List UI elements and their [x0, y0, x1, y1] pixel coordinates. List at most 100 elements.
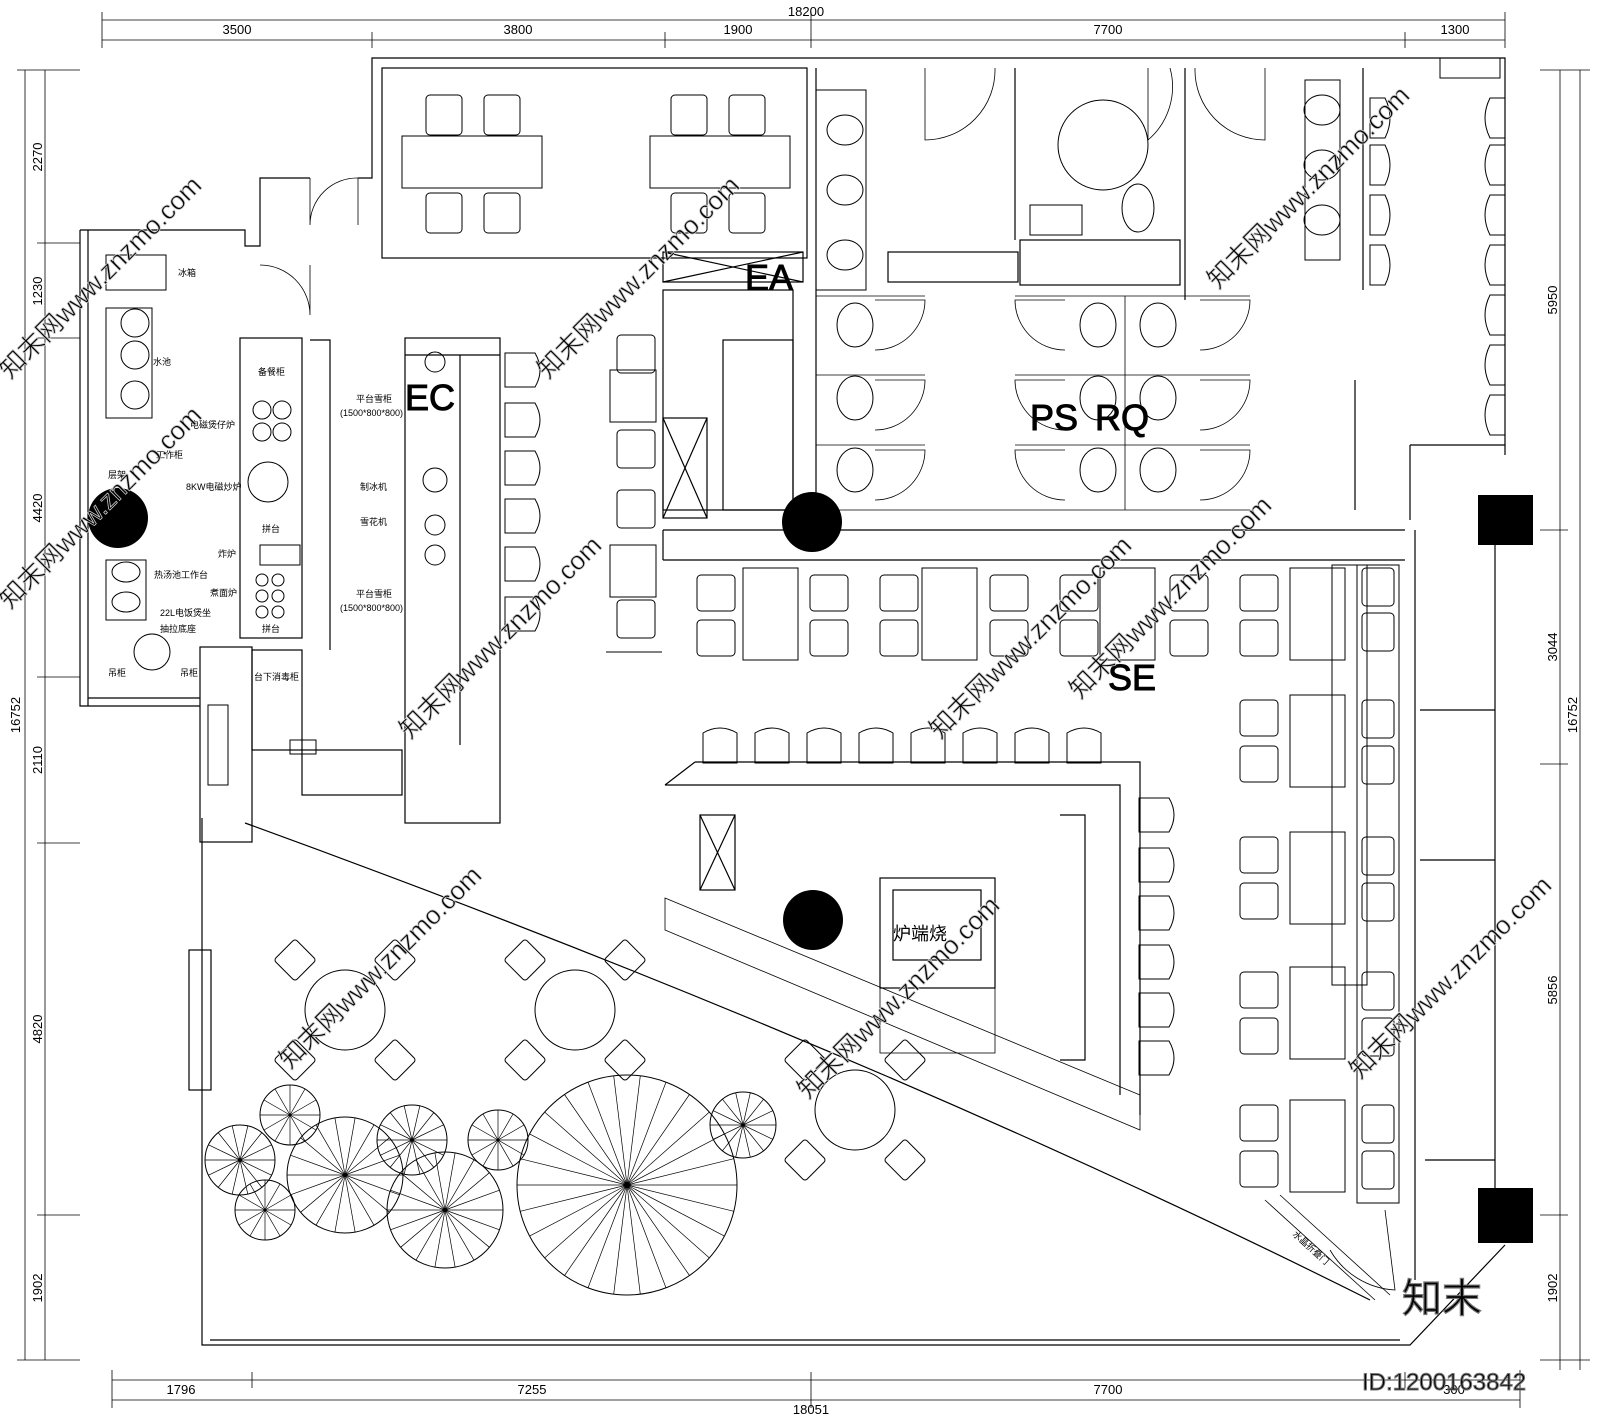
table [1289, 831, 1346, 925]
snow-machine-fan [424, 514, 446, 536]
chair [879, 619, 919, 657]
chair [1239, 574, 1279, 612]
dim-right-2: 3044 [1545, 633, 1560, 662]
chair [1239, 745, 1279, 783]
urinal [1369, 244, 1391, 286]
burner [120, 340, 150, 370]
noodle-basket [255, 573, 269, 587]
chair [1169, 619, 1209, 657]
round-table [814, 1069, 896, 1151]
dim-left-5: 4820 [30, 1015, 45, 1044]
right-dimension-lines [1540, 69, 1590, 1370]
toilet [836, 302, 874, 348]
fixtures [105, 57, 1506, 1296]
bar-stool [1138, 1040, 1175, 1076]
bar-stool [504, 546, 541, 582]
dim-left-2: 1230 [30, 277, 45, 306]
chair [1239, 1150, 1279, 1188]
electrical-panel [289, 739, 317, 755]
booth-seat [609, 369, 657, 423]
chair [604, 1039, 646, 1081]
label-rice-warmer: 22L电饭煲坐 [160, 607, 211, 618]
label-work-cabinet: 工作柜 [156, 449, 183, 460]
plant-leaves [710, 1092, 776, 1158]
round-table [534, 969, 616, 1051]
wok-burner [247, 461, 289, 503]
washbasin [1029, 204, 1083, 236]
plant-leaves [377, 1105, 447, 1175]
bar-stool [962, 727, 998, 764]
bar-stool [702, 727, 738, 764]
chair [1361, 745, 1395, 785]
table [1289, 1099, 1346, 1193]
bar-stool [1138, 944, 1175, 980]
bar-stool [1138, 797, 1175, 833]
door-swings [259, 67, 1396, 1301]
chair [616, 429, 656, 469]
label-hot-soup-station: 热汤池工作台 [154, 569, 208, 580]
watermark-logo: 知末 [1402, 1277, 1482, 1321]
bench-strip [1331, 564, 1368, 986]
label-sterilizer: 台下消毒柜 [254, 671, 299, 682]
label-charcoal-grill: 炉端烧 [893, 924, 947, 945]
bar-stool [1066, 727, 1102, 764]
chair [274, 1039, 316, 1081]
burner [120, 380, 150, 410]
burner [120, 308, 150, 338]
zone-mark-ea: EA [745, 257, 793, 298]
chair [1239, 699, 1279, 737]
label-freezer-a-size: (1500*800*800) [340, 408, 403, 418]
dim-top-4: 7700 [1094, 22, 1123, 37]
chair [809, 619, 849, 657]
dim-left-total: 16752 [8, 697, 23, 733]
structural-column [1478, 1188, 1533, 1243]
chair [616, 599, 656, 639]
bar-stool [1138, 895, 1175, 931]
round-table [304, 969, 386, 1051]
structural-column [1478, 495, 1533, 545]
chair [1361, 971, 1395, 1011]
zone-mark-rq: RQ [1095, 397, 1149, 438]
chair [1361, 1150, 1395, 1190]
label-counter-a: 拼台 [262, 523, 280, 534]
urinal [1369, 144, 1391, 186]
chair [616, 334, 656, 374]
noodle-basket [271, 573, 285, 587]
washbasin [826, 239, 864, 271]
toilet [1079, 302, 1117, 348]
column-marker [88, 488, 148, 548]
hob [272, 400, 292, 420]
washbasin [826, 174, 864, 206]
table [649, 135, 791, 189]
dim-top-total: 18200 [788, 4, 824, 19]
watermark-text: 知末网www.znzmo.com [1343, 870, 1557, 1084]
label-fryer: 炸炉 [218, 548, 236, 559]
toilet [1139, 447, 1177, 493]
plant-leaves [468, 1110, 528, 1170]
column-marker [783, 890, 843, 950]
chair [1059, 619, 1099, 657]
chair [884, 1039, 926, 1081]
watermark-text: 知末网www.znzmo.com [1201, 80, 1415, 294]
watermark-text: 知末网www.znzmo.com [531, 170, 745, 384]
dim-right-4: 1902 [1545, 1274, 1560, 1303]
label-shelf: 层架 [108, 470, 126, 480]
fridge [105, 254, 167, 291]
urinal [1369, 194, 1391, 236]
dim-left-6: 1902 [30, 1274, 45, 1303]
chair [989, 619, 1029, 657]
label-freezer-b-size: (1500*800*800) [340, 603, 403, 613]
chair [374, 1039, 416, 1081]
chair [604, 939, 646, 981]
toilet [1139, 302, 1177, 348]
exterior-walls [79, 57, 1506, 1346]
label-snow-machine: 雪花机 [360, 516, 387, 527]
plant-leaves [287, 1117, 403, 1233]
dim-bottom-1: 1796 [167, 1382, 196, 1397]
chair [1361, 836, 1395, 876]
chair [504, 1039, 546, 1081]
left-dimension-lines [17, 69, 80, 1361]
label-hanging-cabinet-a: 吊柜 [108, 667, 126, 678]
dim-bottom-total: 18051 [793, 1402, 829, 1417]
